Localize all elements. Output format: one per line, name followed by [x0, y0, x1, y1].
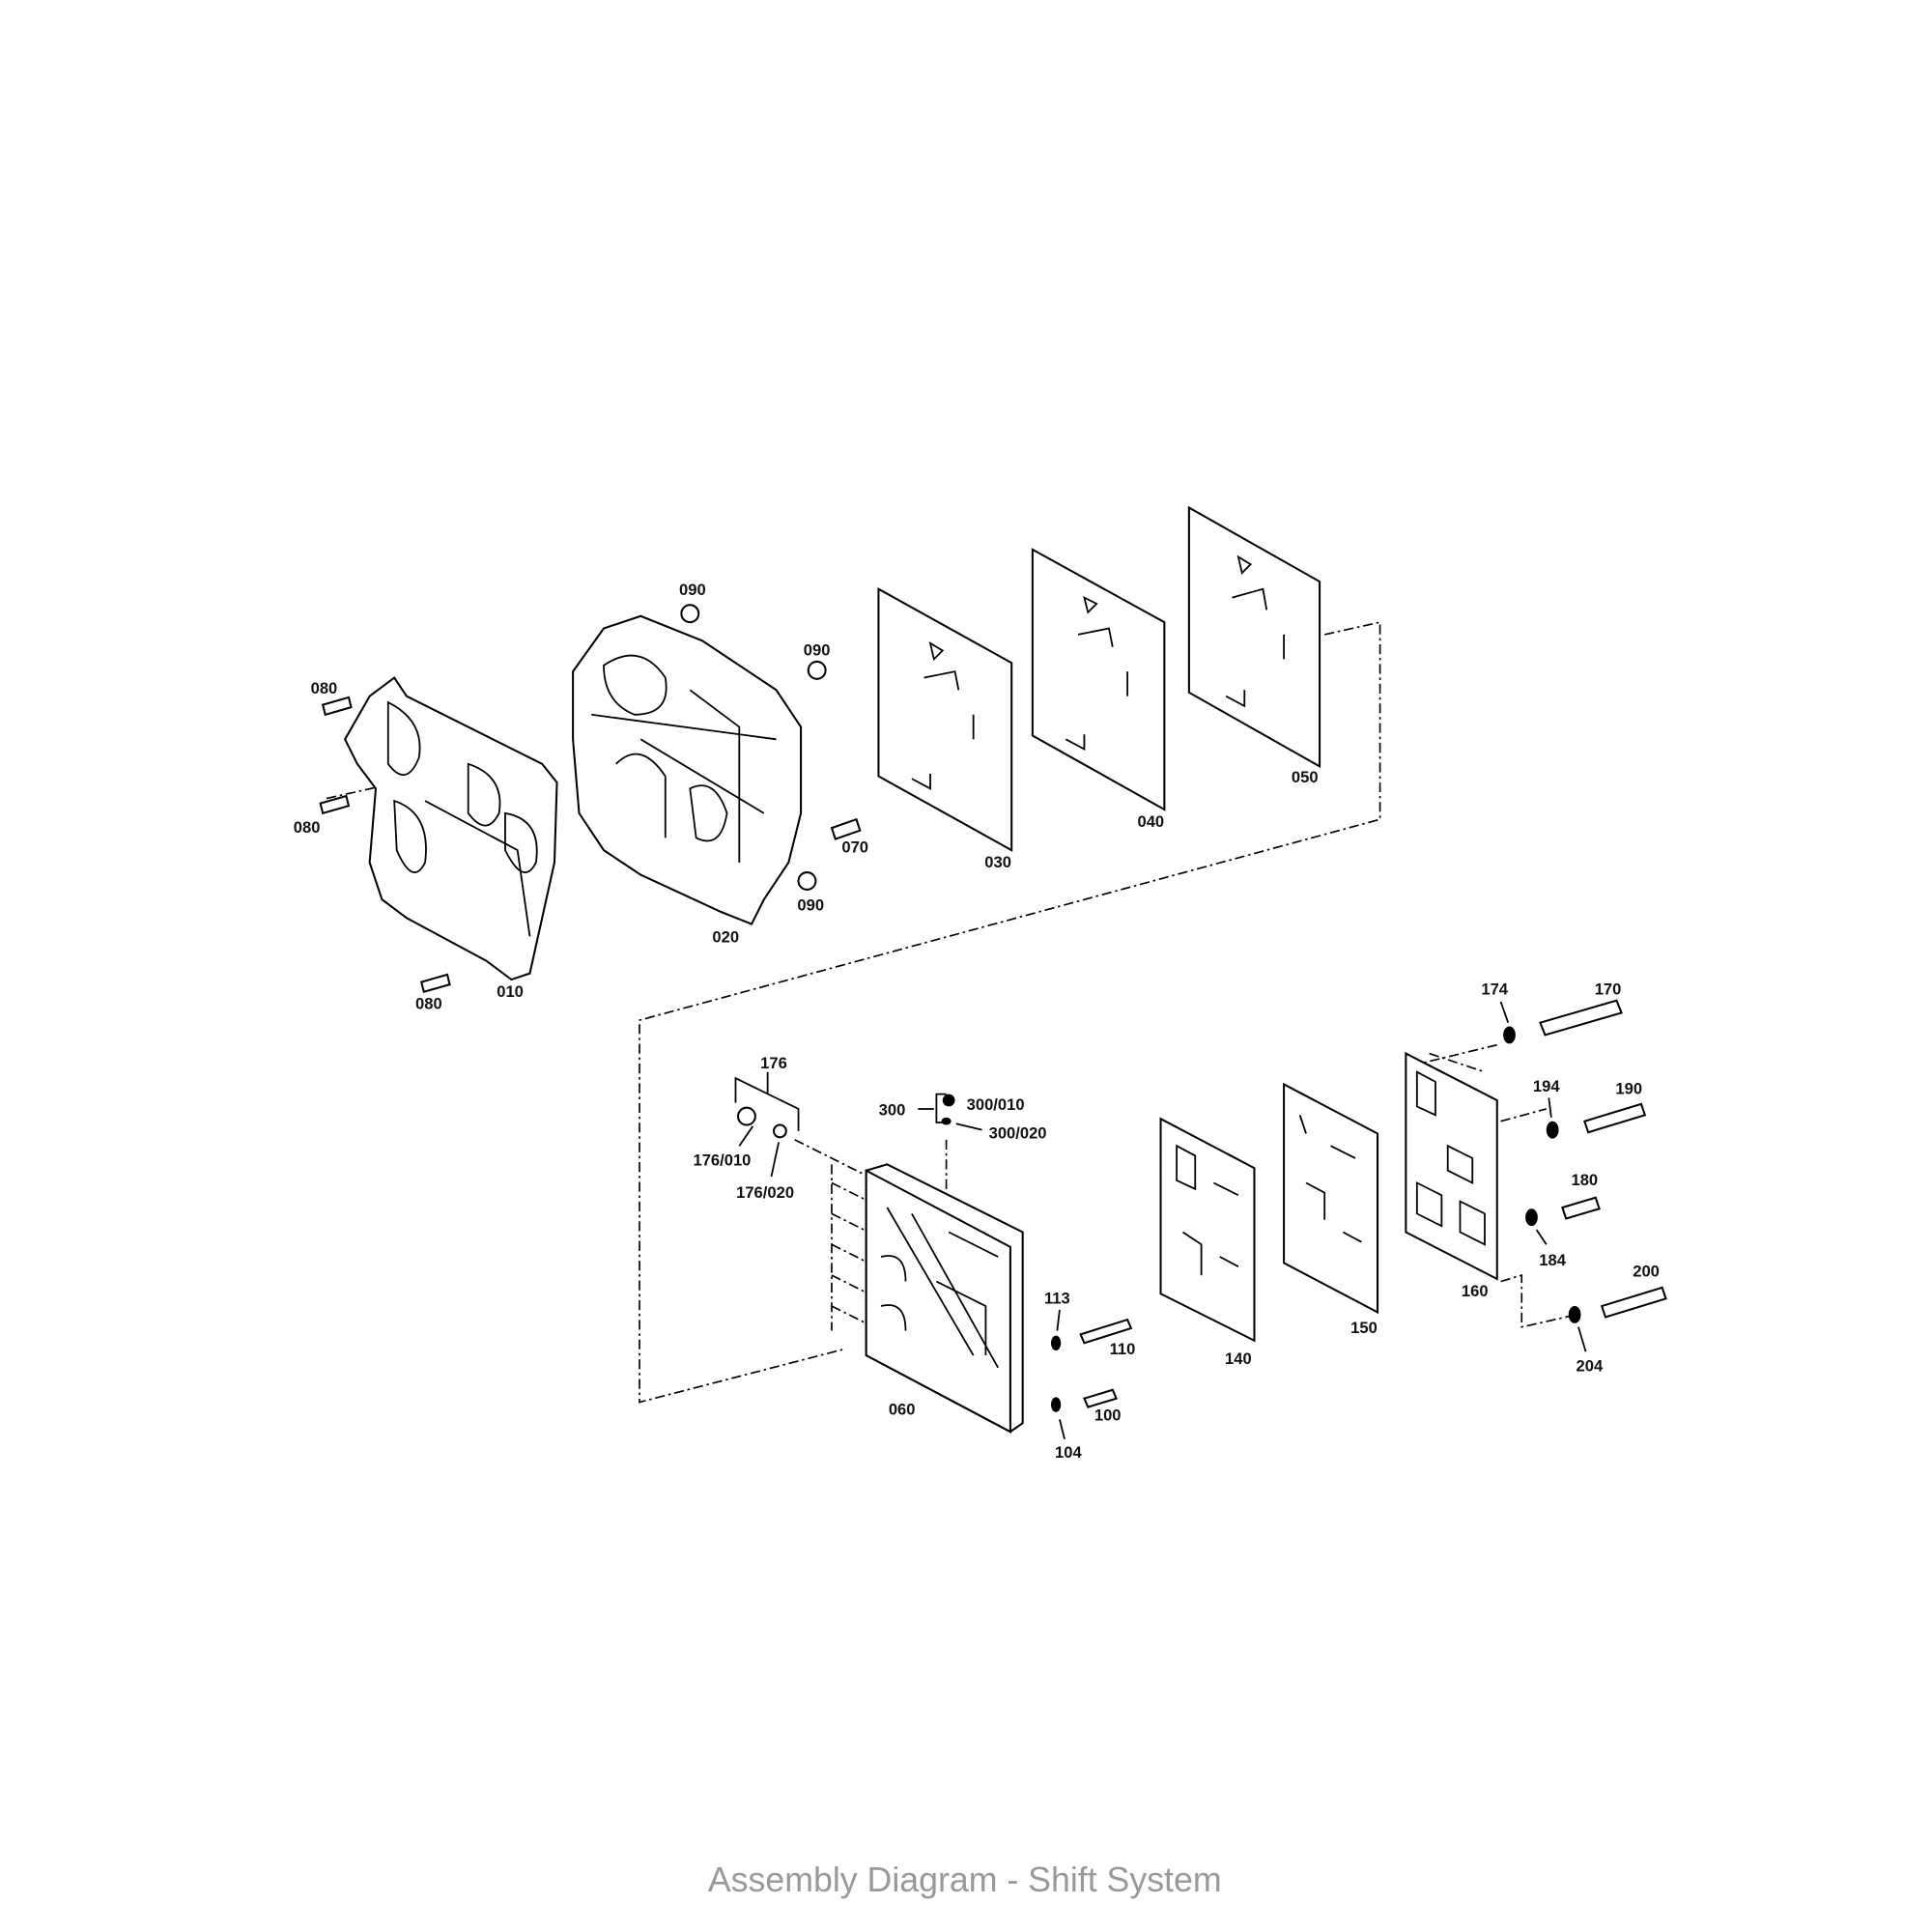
assembly-axis-line-060	[794, 1139, 869, 1331]
label-080: 080	[294, 818, 321, 837]
label-176-010: 176/010	[693, 1151, 751, 1170]
plug-300-010	[942, 1094, 955, 1107]
label-050: 050	[1292, 768, 1319, 786]
label-090: 090	[797, 896, 824, 915]
label-200: 200	[1633, 1262, 1660, 1280]
assembly-axis-line-160	[1410, 1043, 1572, 1328]
ring-176-020	[773, 1123, 787, 1139]
label-080: 080	[415, 995, 442, 1013]
seal-300-020	[941, 1117, 952, 1125]
stud-080	[321, 696, 353, 717]
label-204: 204	[1577, 1357, 1604, 1376]
label-113: 113	[1044, 1289, 1070, 1307]
label-300-020: 300/020	[989, 1124, 1047, 1143]
washer-184	[1525, 1208, 1538, 1227]
assembly-axis-line	[639, 621, 1381, 1404]
label-060: 060	[889, 1400, 916, 1418]
nut-090	[807, 660, 827, 680]
plate-040	[1031, 548, 1166, 811]
washer-113	[1051, 1335, 1062, 1350]
plate-050	[1187, 505, 1321, 769]
screw-100	[1083, 1388, 1118, 1408]
bolt-170	[1539, 999, 1623, 1037]
label-180: 180	[1571, 1171, 1598, 1189]
bolt-200	[1600, 1286, 1667, 1319]
valve-housing-020	[572, 614, 803, 925]
diagram-title: Assembly Diagram - Shift System	[708, 1861, 1222, 1899]
label-176-020: 176/020	[736, 1183, 794, 1202]
label-140: 140	[1225, 1350, 1252, 1368]
valve-body-060	[865, 1163, 1024, 1434]
washer-104	[1051, 1397, 1062, 1412]
screw-070	[830, 817, 862, 840]
label-184: 184	[1539, 1251, 1566, 1269]
gasket-010	[343, 676, 558, 981]
plate-030	[877, 586, 1013, 852]
label-194: 194	[1533, 1077, 1560, 1095]
label-070: 070	[841, 838, 868, 857]
stud-080	[319, 794, 351, 815]
plate-160	[1405, 1051, 1498, 1281]
label-090: 090	[679, 581, 706, 599]
plug-176-010	[737, 1106, 756, 1126]
bolt-190	[1583, 1102, 1647, 1134]
bracket-176	[734, 1071, 800, 1131]
label-170: 170	[1595, 980, 1622, 998]
label-176: 176	[760, 1054, 787, 1072]
label-104: 104	[1055, 1443, 1082, 1462]
assembly-axis-line-080	[326, 784, 383, 800]
bracket-300	[918, 1093, 947, 1123]
label-300: 300	[879, 1100, 906, 1119]
label-080: 080	[311, 679, 338, 697]
stud-080	[419, 973, 451, 994]
washer-174	[1503, 1026, 1516, 1044]
label-030: 030	[984, 853, 1011, 871]
label-174: 174	[1481, 980, 1508, 998]
label-190: 190	[1615, 1080, 1642, 1098]
plate-150	[1283, 1082, 1379, 1315]
nut-090	[680, 604, 700, 624]
label-100: 100	[1094, 1406, 1122, 1425]
label-040: 040	[1137, 812, 1164, 831]
nut-090	[797, 871, 817, 891]
plate-140	[1159, 1117, 1256, 1343]
label-090: 090	[804, 641, 831, 660]
label-300-010: 300/010	[967, 1095, 1025, 1114]
label-010: 010	[497, 982, 524, 1001]
label-150: 150	[1350, 1319, 1378, 1337]
washer-194	[1546, 1121, 1559, 1139]
washer-204	[1568, 1306, 1581, 1323]
bolt-180	[1561, 1196, 1601, 1220]
screw-110	[1079, 1318, 1133, 1345]
label-160: 160	[1462, 1282, 1489, 1300]
label-110: 110	[1110, 1340, 1136, 1358]
label-020: 020	[712, 928, 739, 947]
